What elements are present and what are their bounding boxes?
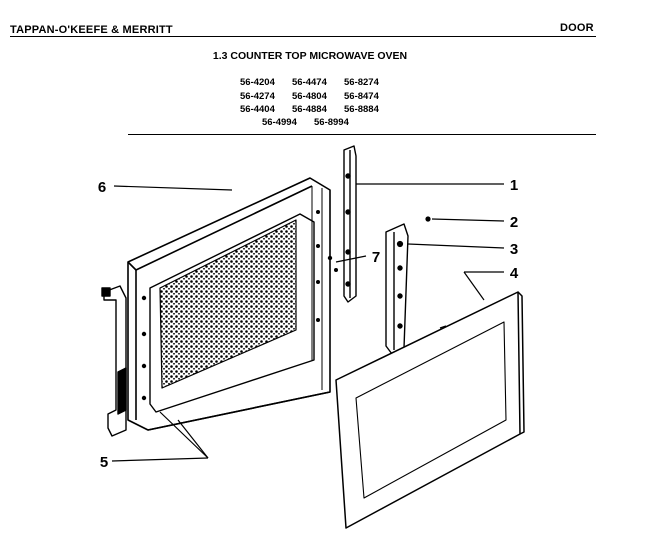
callout-5: 5	[100, 454, 108, 471]
section-rule	[128, 134, 596, 135]
door-frame	[127, 177, 331, 431]
latch-bracket	[385, 223, 409, 355]
callout-7: 7	[372, 249, 380, 266]
model-number: 56-4804	[292, 91, 327, 102]
model-number: 56-4274	[240, 91, 275, 102]
callout-3: 3	[510, 241, 518, 258]
callout-1: 1	[510, 177, 518, 194]
header-rule	[10, 36, 596, 37]
callout-2: 2	[510, 214, 518, 231]
model-number: 56-4884	[292, 104, 327, 115]
callout-4: 4	[510, 265, 519, 282]
callout-6: 6	[98, 179, 106, 196]
part-7-fasteners	[327, 255, 338, 272]
model-number: 56-8474	[344, 91, 379, 102]
hinge-bracket	[343, 145, 357, 303]
model-number: 56-4204	[240, 77, 275, 88]
door-frame-details	[141, 210, 320, 401]
hinge-plate	[101, 285, 127, 437]
door-panel	[335, 291, 525, 529]
model-number: 56-4404	[240, 104, 275, 115]
diagram-title: 1.3 COUNTER TOP MICROWAVE OVEN	[212, 50, 408, 62]
model-number: 56-8884	[344, 104, 379, 115]
model-number: 56-4994	[262, 117, 297, 128]
callout-labels: 6 1 2 3 4 7 5	[98, 177, 519, 471]
screw	[425, 216, 431, 222]
model-number: 56-4474	[292, 77, 327, 88]
model-number: 56-8994	[314, 117, 349, 128]
manufacturer-label: TAPPAN-O'KEEFE & MERRITT	[10, 24, 173, 36]
leader-lines	[111, 183, 505, 462]
model-number: 56-8274	[344, 77, 379, 88]
section-label: DOOR	[560, 22, 594, 34]
